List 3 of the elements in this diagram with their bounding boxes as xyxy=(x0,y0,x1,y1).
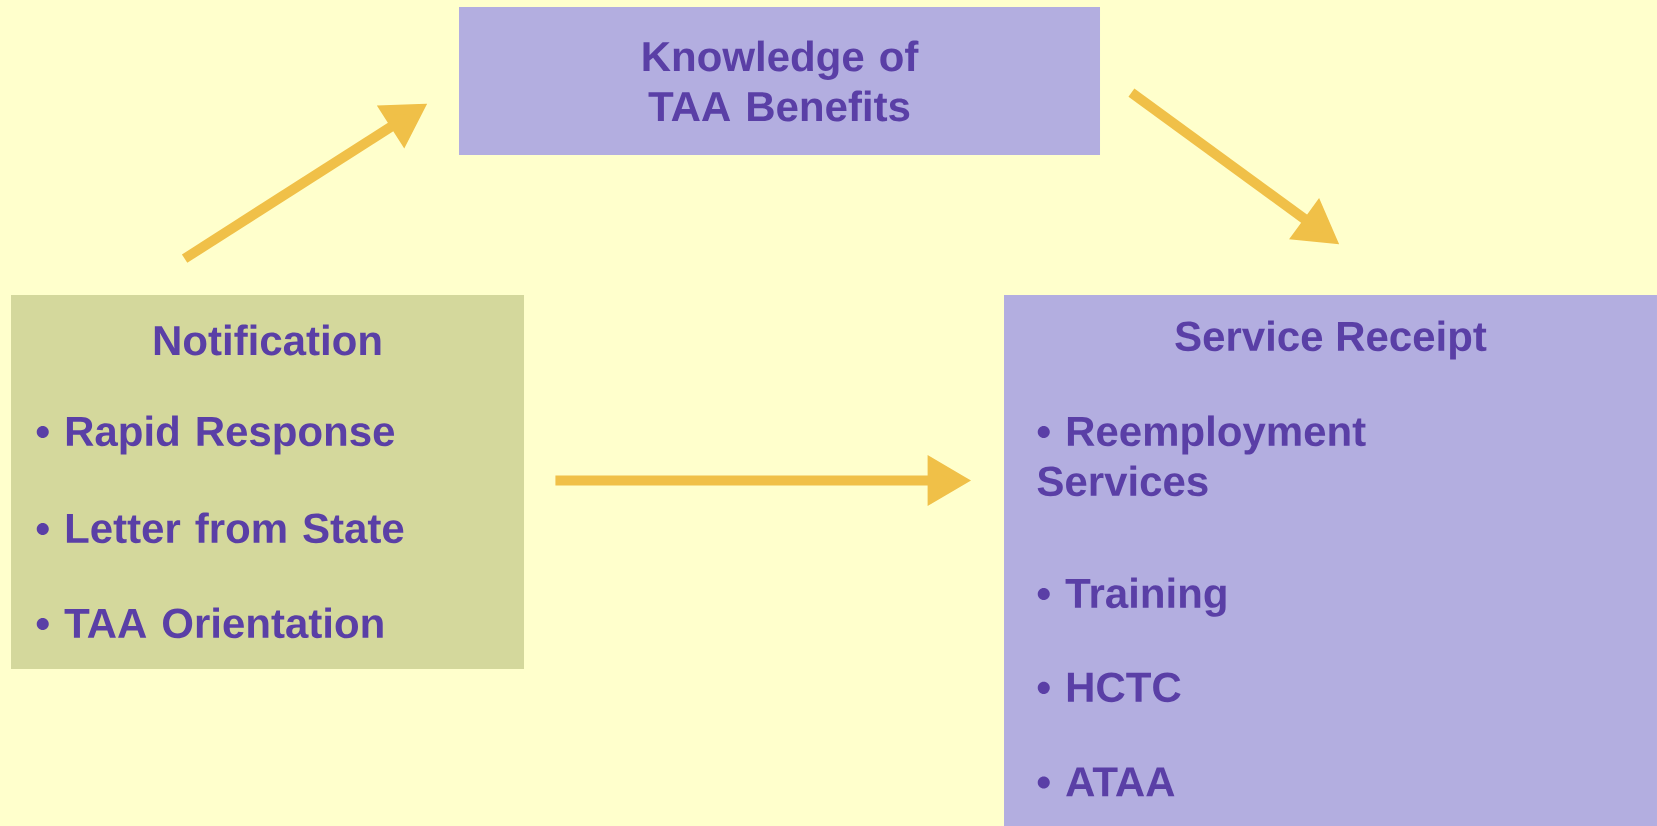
text-box: Notification • Rapid Response • Letter from State • TAA Orientation xyxy=(11,295,524,669)
text-box: Knowledge of TAA Benefits xyxy=(459,7,1100,155)
text-box: Service Receipt • Reemployment Services • Training • HCTC • ATAA xyxy=(1004,295,1657,826)
